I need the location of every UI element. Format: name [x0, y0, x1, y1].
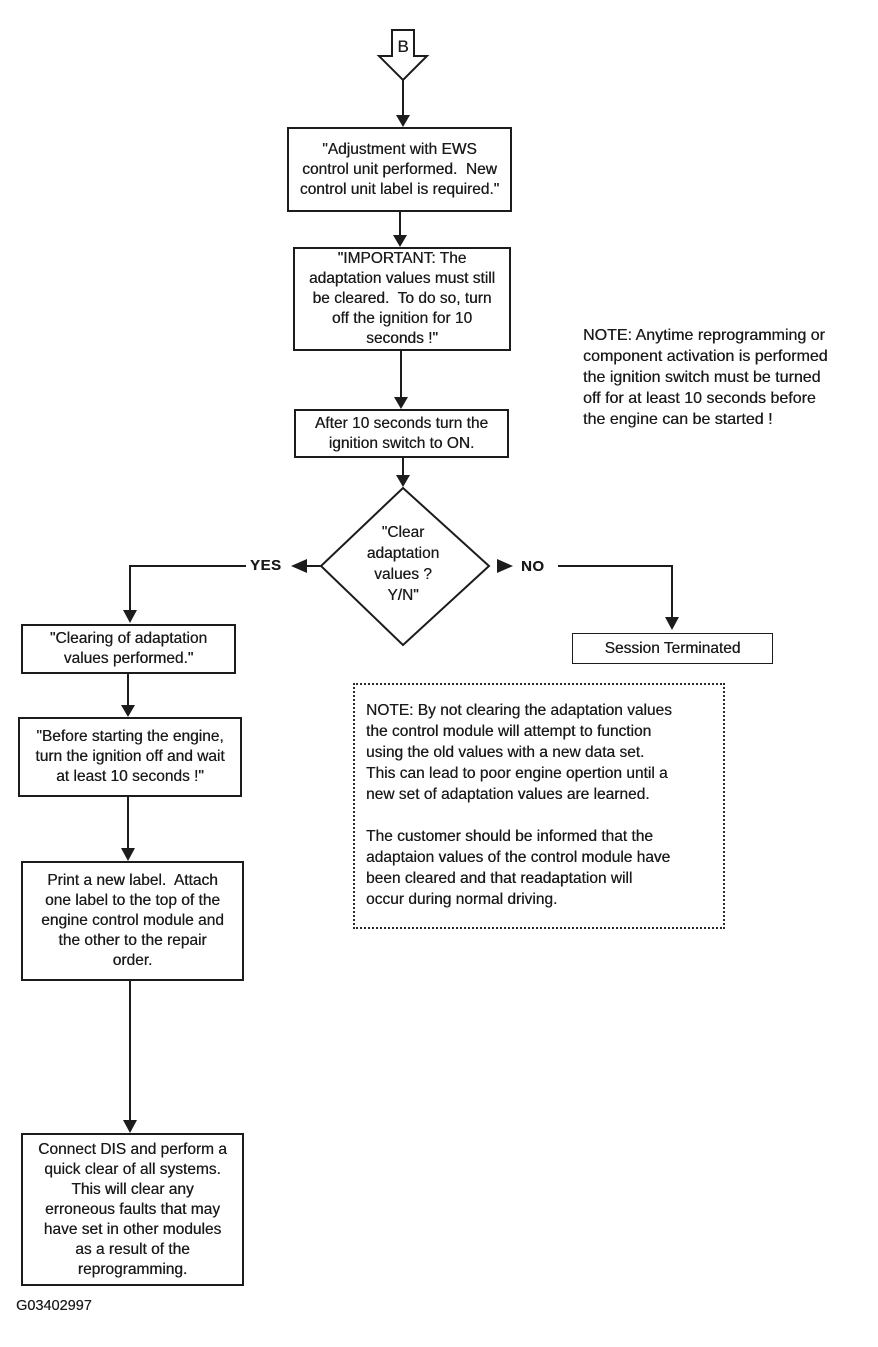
arrowhead-into-clearing [123, 610, 137, 623]
arrowhead-into-before [121, 705, 135, 717]
note-ignition-off: NOTE: Anytime reprogramming or component… [583, 327, 828, 428]
line-no-to-session [558, 565, 673, 618]
box-before-starting-engine: "Before starting the engine, turn the ig… [18, 717, 242, 797]
line-yes-to-clearing [129, 565, 246, 611]
box-adjustment-ews: "Adjustment with EWS control unit perfor… [287, 127, 512, 212]
figure-id: G03402997 [16, 1298, 92, 1314]
arrowhead-into-decision [396, 475, 410, 487]
box-print-label: Print a new label. Attach one label to t… [21, 861, 244, 981]
box-clearing-performed: "Clearing of adaptation values performed… [21, 624, 236, 674]
arrowhead-yes [291, 559, 307, 573]
arrowhead-into-session [665, 617, 679, 630]
arrowhead-into-print [121, 848, 135, 861]
decision-diamond-text: "Clear adaptation values ? Y/N" [366, 524, 440, 604]
box-session-terminated: Session Terminated [572, 633, 773, 664]
arrowhead-into-connect [123, 1120, 137, 1133]
arrowhead-into-important [393, 235, 407, 247]
decision-diamond-shape [319, 486, 491, 647]
note-adaptation-dotted-box: NOTE: By not clearing the adaptation val… [353, 683, 725, 929]
arrowhead-no [497, 559, 513, 573]
entry-connector-b-shape [376, 29, 430, 82]
arrowhead-into-adjustment [396, 115, 410, 127]
branch-label-yes: YES [250, 557, 282, 574]
branch-label-no: NO [521, 558, 545, 575]
box-important-clear-values: "IMPORTANT: The adaptation values must s… [293, 247, 511, 351]
arrowhead-into-after [394, 397, 408, 409]
box-connect-dis: Connect DIS and perform a quick clear of… [21, 1133, 244, 1286]
entry-connector-b-label: B [397, 37, 408, 56]
box-ignition-on: After 10 seconds turn the ignition switc… [294, 409, 509, 458]
